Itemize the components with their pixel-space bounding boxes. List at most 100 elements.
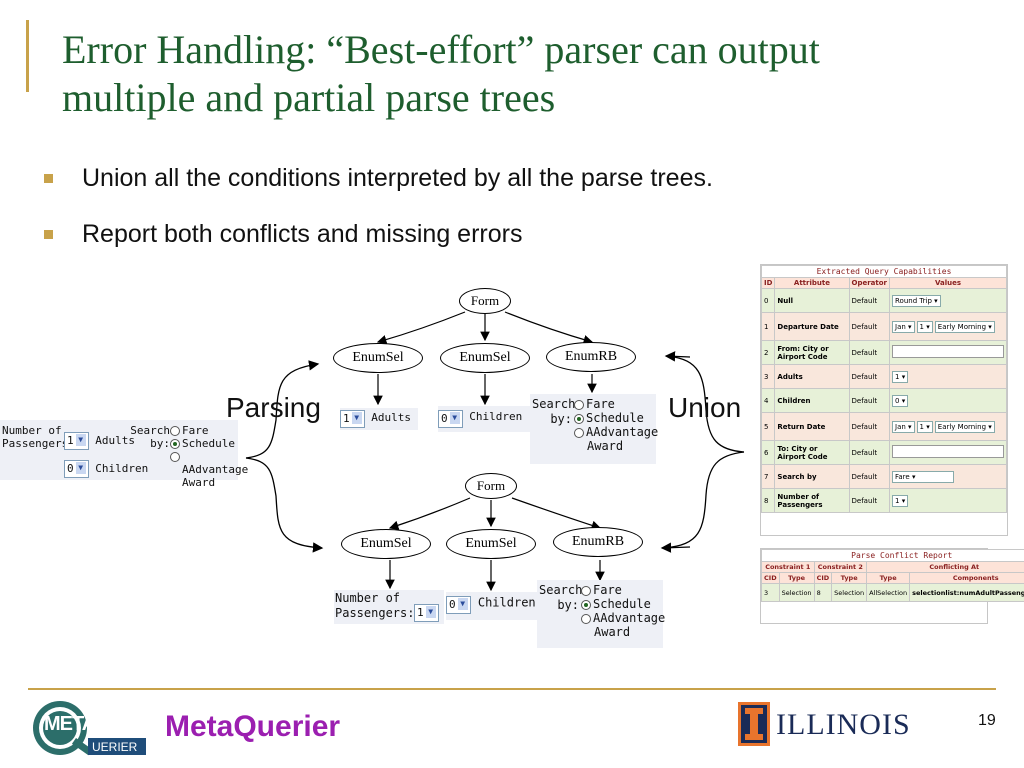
top-children-widget: 0▼ Children (438, 406, 530, 432)
tree-node-form: Form (459, 288, 511, 314)
chevron-down-icon: ▼ (425, 606, 436, 618)
bullet-item: Report both conflicts and missing errors (44, 220, 944, 250)
radio-option-aadvantage[interactable]: AAdvantage Award (170, 450, 248, 489)
radio-icon[interactable] (581, 585, 591, 596)
radio-icon[interactable] (170, 426, 180, 436)
radio-icon[interactable] (170, 452, 180, 462)
search-by-label: Search by: (532, 397, 576, 426)
adults-select[interactable]: 1▼ (414, 604, 439, 622)
children-select[interactable]: 0▼ (438, 410, 463, 428)
chevron-down-icon: ▼ (75, 462, 86, 474)
value-select[interactable]: Round Trip ▾ (892, 294, 941, 307)
union-arrow-top (664, 351, 691, 362)
bottom-passengers-widget: Number of Passengers: 1▼ (334, 590, 444, 624)
union-brace-top (667, 355, 745, 453)
adults-select[interactable]: 1▼ (64, 432, 89, 450)
chevron-down-icon: ▼ (75, 434, 86, 446)
children-select-group: 0▼ Children (64, 460, 148, 478)
search-by-label: Search by: (539, 583, 583, 612)
column-header: CID (761, 572, 780, 584)
conflict-report-panel: Parse Conflict Report Constraint 1 Const… (760, 548, 1024, 624)
month-select[interactable]: Jan ▾ (892, 320, 915, 333)
slide-title: Error Handling: “Best-effort” parser can… (62, 27, 820, 120)
text-input[interactable] (892, 445, 1004, 458)
table-row: 7 Search by Default Fare ▾ (760, 464, 1007, 489)
radio-icon[interactable] (574, 427, 584, 438)
time-select[interactable]: Early Morning ▾ (934, 320, 995, 333)
column-header: CID (813, 572, 833, 584)
children-select[interactable]: 0▼ (446, 596, 471, 614)
month-select[interactable]: Jan ▾ (892, 420, 915, 433)
children-label: Children (469, 410, 523, 423)
radio-option-fare[interactable]: Fare (170, 424, 248, 437)
radio-option-aadvantage[interactable]: AAdvantage Award (574, 425, 663, 453)
radio-option-schedule[interactable]: Schedule (581, 597, 670, 611)
children-label: Children (477, 595, 536, 610)
bullet-text: Union all the conditions interpreted by … (82, 164, 713, 192)
chevron-down-icon: ▼ (351, 412, 362, 424)
conflict-report-title: Parse Conflict Report (760, 549, 1024, 562)
value-select[interactable]: 0 ▾ (892, 394, 909, 407)
union-brace-bottom (663, 451, 745, 549)
parsing-arrow-down (245, 457, 324, 553)
column-header: Attribute (774, 277, 850, 289)
search-by-options: Fare Schedule AAdvantage Award (574, 397, 663, 453)
radio-option-fare[interactable]: Fare (574, 397, 663, 411)
day-select[interactable]: 1 ▾ (916, 420, 933, 433)
tree-edge (376, 311, 466, 345)
text-input[interactable] (892, 345, 1004, 358)
day-select[interactable]: 1 ▾ (916, 320, 933, 333)
footer-divider (28, 688, 996, 690)
value-select[interactable]: 1 ▾ (892, 494, 909, 507)
adults-label: Adults (95, 434, 135, 447)
value-select[interactable]: Fare ▾ (892, 470, 954, 483)
table-row: 5 Return Date Default Jan ▾1 ▾Early Morn… (760, 412, 1007, 441)
table-row: 4 Children Default 0 ▾ (760, 388, 1007, 413)
radio-icon[interactable] (581, 613, 591, 624)
radio-icon[interactable] (574, 399, 584, 410)
top-adults-widget: 1▼ Adults (340, 408, 418, 430)
tree-node-form: Form (465, 473, 517, 499)
column-header: Values (889, 277, 1007, 289)
table-row: 3 Adults Default 1 ▾ (760, 364, 1007, 389)
table-row: 2 From: City or Airport Code Default (760, 340, 1007, 365)
column-header: Type (866, 572, 911, 584)
column-header: Type (778, 572, 815, 584)
parsing-label: Parsing (226, 392, 321, 423)
university-wordmark: ILLINOIS (776, 708, 911, 741)
tree-node-enumsel: EnumSel (333, 343, 423, 373)
adults-select[interactable]: 1▼ (340, 410, 365, 428)
radio-option-schedule[interactable]: Schedule (574, 411, 663, 425)
passengers-label: Number of Passengers: (335, 591, 415, 620)
chevron-down-icon: ▼ (457, 598, 468, 610)
bottom-searchby-widget: Search by: Fare Schedule AAdvantage Awar… (537, 580, 665, 648)
capabilities-panel: Extracted Query Capabilities ID Attribut… (760, 264, 1008, 536)
table-row: 0 Null Default Round Trip ▾ (760, 288, 1007, 313)
source-query-form: Number of Passengers: 1▼ Adults 0▼ Child… (0, 420, 248, 489)
parsing-arrow-up (245, 360, 320, 459)
group-header: Constraint 2 (813, 561, 868, 573)
bullet-text: Report both conflicts and missing errors (82, 220, 523, 248)
radio-option-aadvantage[interactable]: AAdvantage Award (581, 611, 670, 639)
tree-node-enumrb: EnumRB (546, 342, 636, 372)
children-select[interactable]: 0▼ (64, 460, 89, 478)
value-select[interactable]: 1 ▾ (892, 370, 909, 383)
metaquerier-logo-icon (33, 701, 146, 756)
time-select[interactable]: Early Morning ▾ (934, 420, 995, 433)
bullet-square-icon (44, 230, 53, 239)
group-header: Conflicting At (866, 561, 1024, 573)
radio-selected-icon[interactable] (581, 599, 591, 610)
radio-selected-icon[interactable] (574, 413, 584, 424)
radio-selected-icon[interactable] (170, 439, 180, 449)
tree-edge (388, 497, 471, 530)
search-by-label: Search by: (130, 424, 170, 450)
children-label: Children (95, 462, 149, 475)
logo-querier-text: UERIER (92, 740, 138, 754)
top-searchby-widget: Search by: Fare Schedule AAdvantage Awar… (530, 394, 658, 464)
metaquerier-logo: META UERIER (30, 698, 150, 758)
capabilities-table: Extracted Query Capabilities ID Attribut… (760, 265, 1007, 513)
radio-option-fare[interactable]: Fare (581, 583, 670, 597)
column-header: Operator (848, 277, 890, 289)
radio-option-schedule[interactable]: Schedule (170, 437, 248, 450)
search-by-options: Fare Schedule AAdvantage Award (581, 583, 670, 639)
